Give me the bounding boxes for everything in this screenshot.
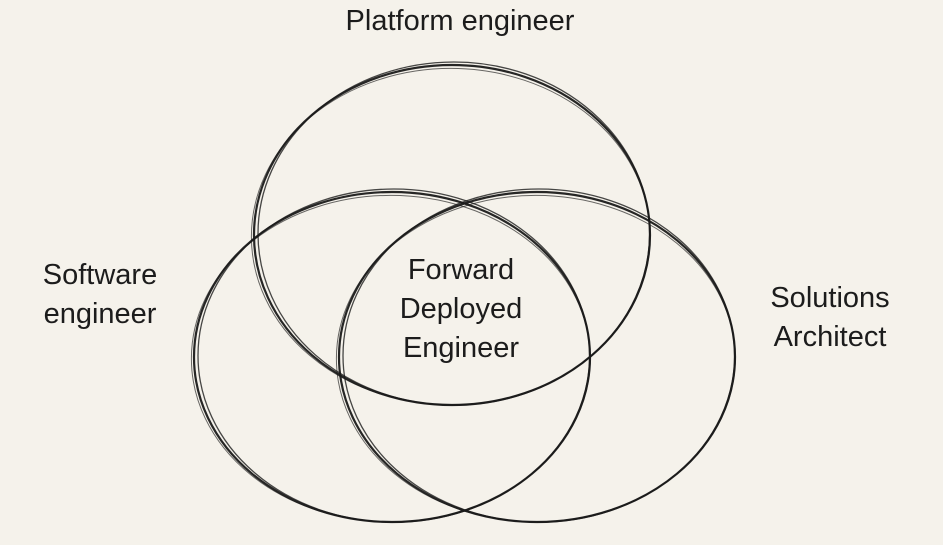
venn-circles [190, 61, 737, 524]
label-software-engineer: Software engineer [0, 256, 200, 334]
circle-solutions [335, 188, 737, 524]
label-platform-engineer: Platform engineer [250, 2, 670, 41]
label-line: Forward [407, 254, 515, 286]
label-solutions-architect: Solutions Architect [730, 279, 930, 357]
label-line: Engineer [402, 332, 520, 364]
label-line: Deployed [399, 293, 523, 325]
label-line: Architect [773, 321, 887, 353]
label-line: Solutions [770, 282, 890, 314]
label-line: engineer [43, 298, 157, 330]
label-forward-deployed-engineer: Forward Deployed Engineer [341, 251, 581, 368]
circle-stroke [335, 194, 736, 523]
circle-stroke [190, 194, 591, 523]
circle-software [190, 188, 592, 524]
label-line: Platform engineer [345, 5, 575, 37]
circle-platform [250, 61, 652, 407]
circle-stroke [250, 67, 651, 406]
label-line: Software [42, 259, 158, 291]
